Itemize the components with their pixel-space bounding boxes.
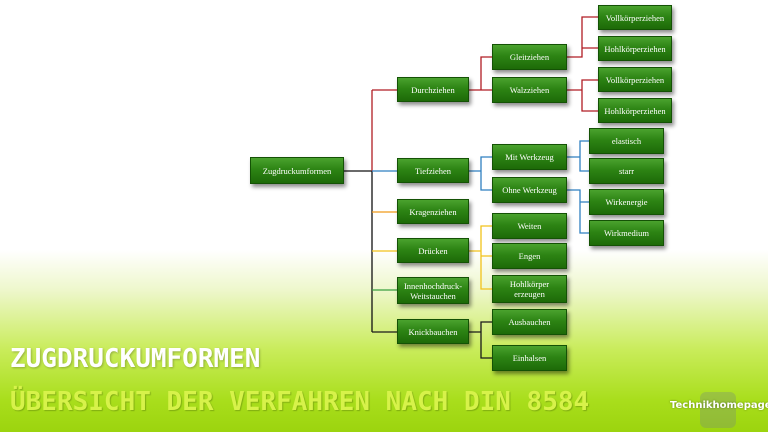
connector-ohnewerkzeug-children [567,189,589,234]
node-elastisch: elastisch [589,128,664,154]
slide-subtitle: ÜBERSICHT DER VERFAHREN NACH DIN 8584 [10,387,590,417]
node-innenhochdruck-weitstauchen: Innenhochdruck-Weitstauchen [397,277,469,304]
node-knickbauchen: Knickbauchen [397,319,469,344]
node-wirkenergie: Wirkenergie [589,189,664,215]
connector-knickbauchen-children [469,321,492,359]
connector-gleitziehen-children [567,16,598,58]
site-logo: Technikhomepage.de [670,392,768,428]
node-hohlkoerper-erzeugen: Hohlkörper erzeugen [492,275,567,303]
logo-text: Technikhomepage.de [670,400,768,411]
connector-druecken-children [469,225,492,290]
node-durchziehen: Durchziehen [397,77,469,102]
node-weiten: Weiten [492,213,567,239]
node-druecken: Drücken [397,238,469,263]
node-walzziehen-vollkoerperziehen: Vollkörperziehen [598,67,672,92]
node-tiefziehen: Tiefziehen [397,158,469,183]
node-engen: Engen [492,243,567,269]
node-mit-werkzeug: Mit Werkzeug [492,144,567,170]
node-ausbauchen: Ausbauchen [492,309,567,335]
node-walzziehen: Walzziehen [492,77,567,103]
node-einhalsen: Einhalsen [492,345,567,371]
connector-root-trunk [344,170,373,332]
node-starr: starr [589,158,664,184]
connector-durchziehen-children [469,56,492,91]
connector-walzziehen-children [567,79,598,112]
node-gleitziehen-hohlkoerperziehen: Hohlkörperziehen [598,36,672,61]
node-zugdruckumformen: Zugdruckumformen [250,157,344,184]
node-wirkmedium: Wirkmedium [589,220,664,246]
node-kragenziehen: Kragenziehen [397,199,469,224]
node-ohne-werkzeug: Ohne Werkzeug [492,177,567,203]
node-gleitziehen: Gleitziehen [492,44,567,70]
logo-badge-icon [700,392,736,428]
connector-mitwerkzeug-children [567,140,589,172]
slide-title: ZUGDRUCKUMFORMEN [10,344,261,374]
connector-tiefziehen-children [469,156,492,191]
node-gleitziehen-vollkoerperziehen: Vollkörperziehen [598,5,672,30]
node-walzziehen-hohlkoerperziehen: Hohlkörperziehen [598,98,672,123]
